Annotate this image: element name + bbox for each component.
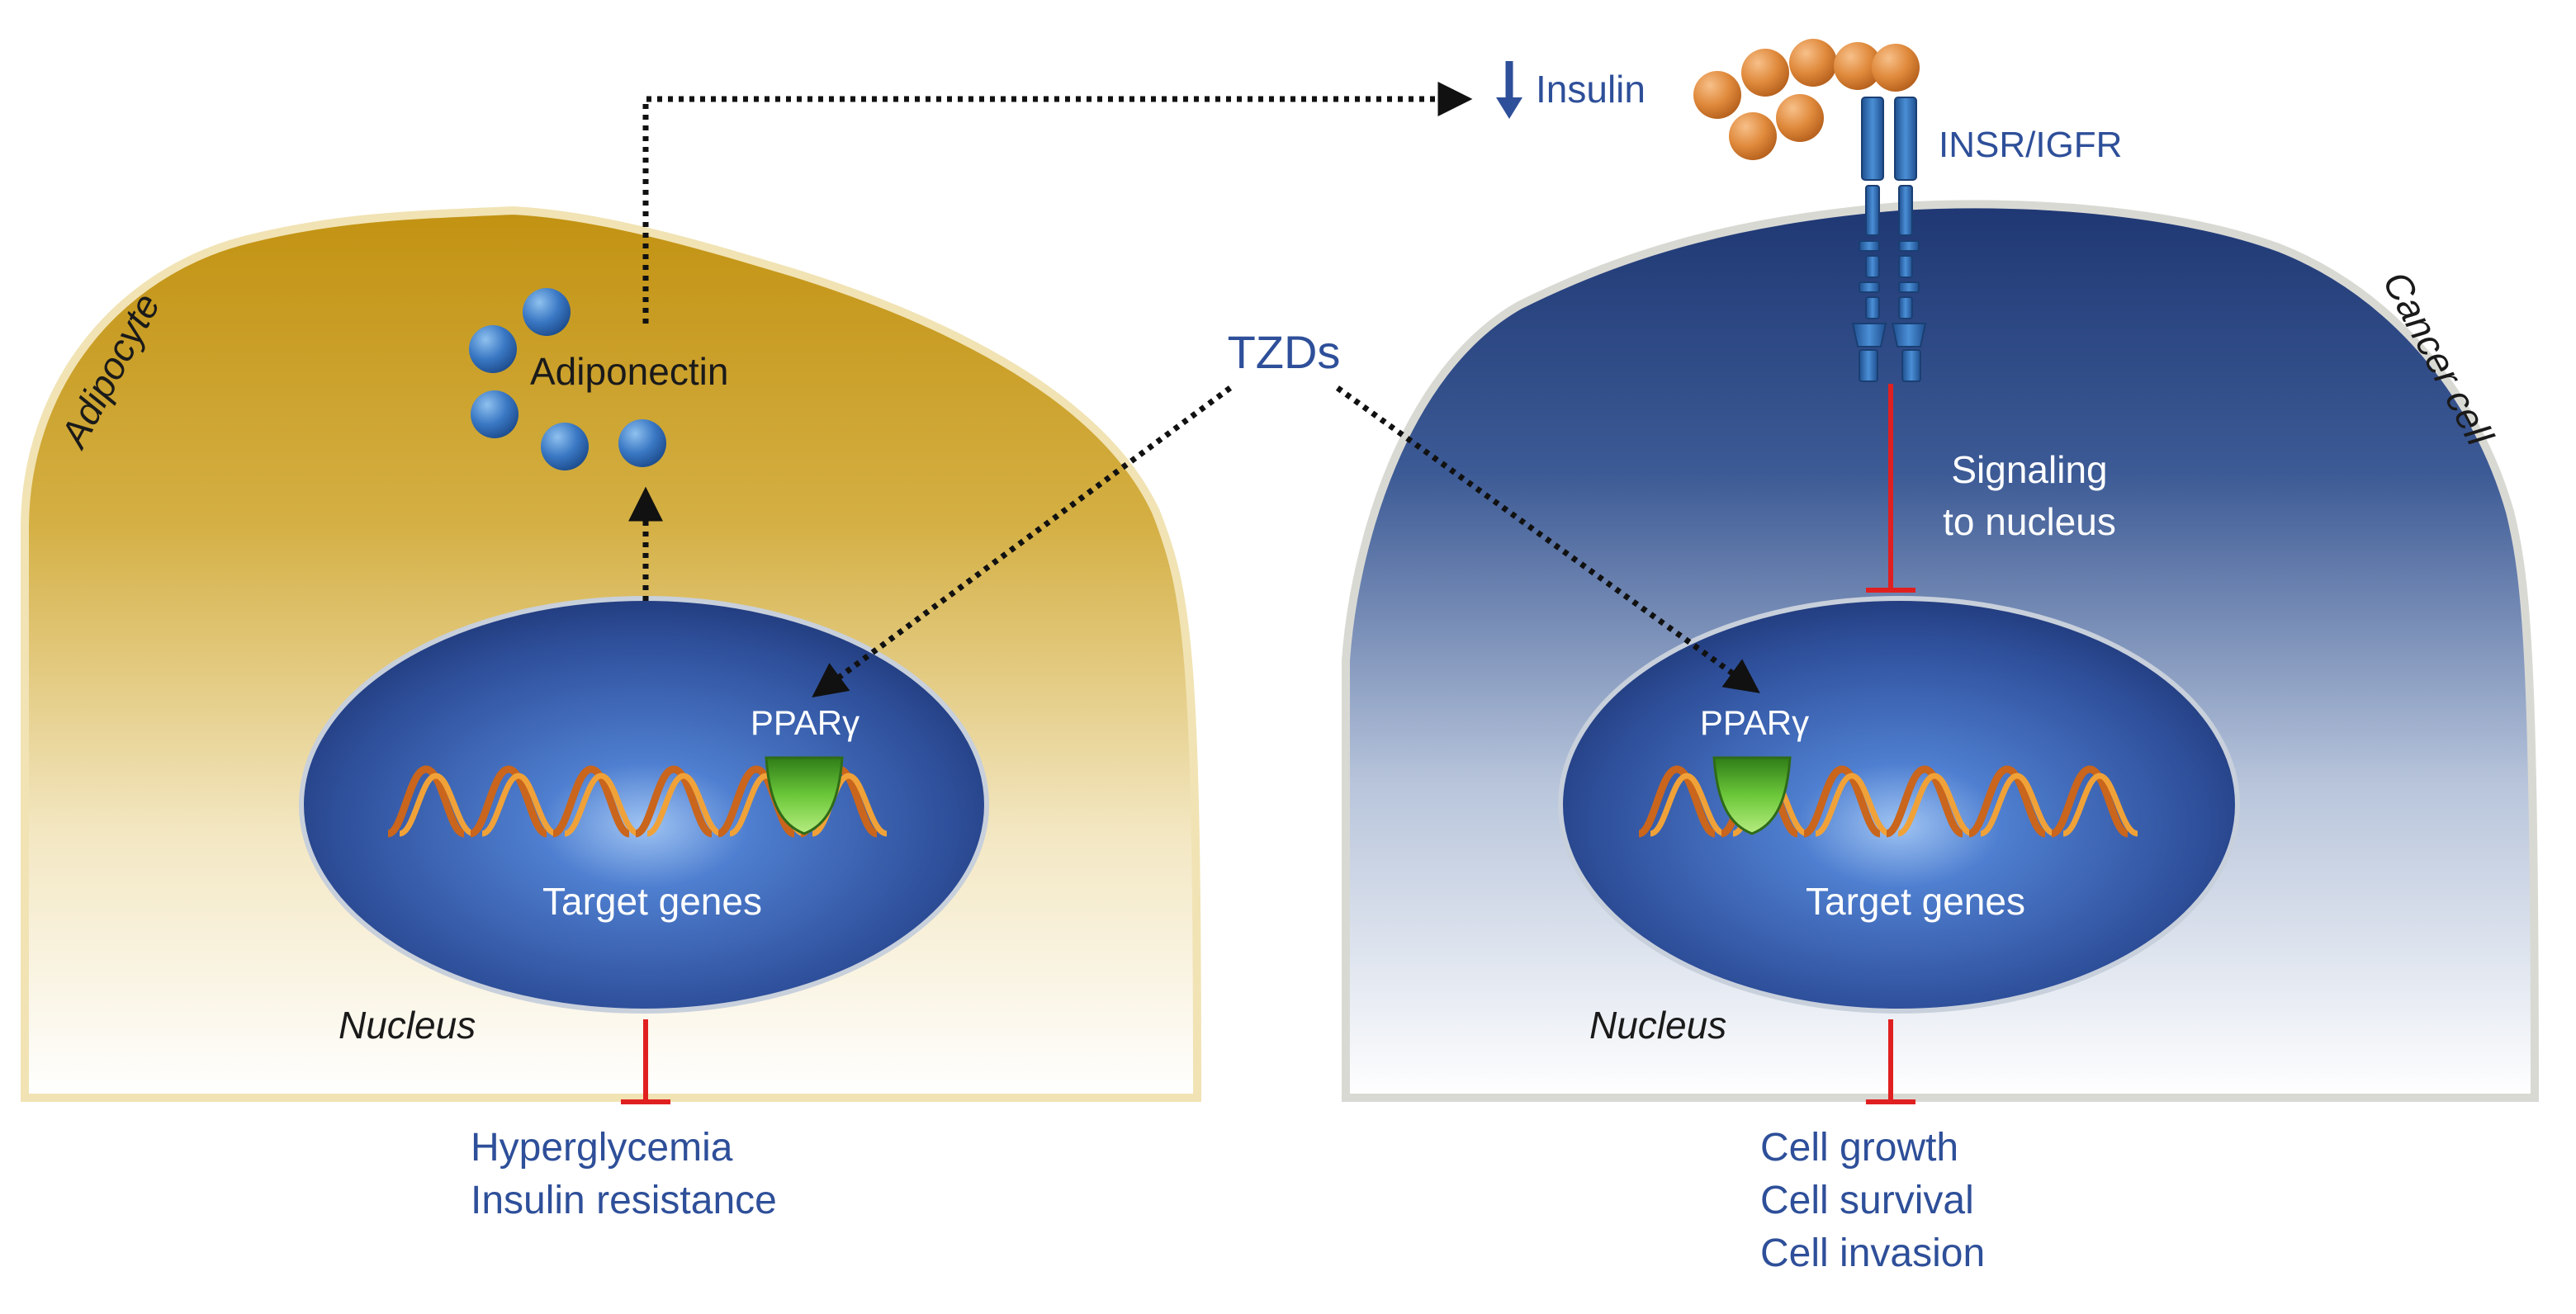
adiponectin-particle <box>541 423 589 470</box>
insulin-particle <box>1834 42 1882 90</box>
signaling-label-line2: to nucleus <box>1943 500 2116 543</box>
signaling-label-line1: Signaling <box>1951 448 2107 491</box>
insulin-particle <box>1776 94 1824 142</box>
adiponectin-particles <box>469 288 666 470</box>
adiponectin-particle <box>471 390 519 438</box>
right-nucleus-body <box>1558 596 2240 1014</box>
adiponectin-particle <box>523 288 571 336</box>
left-nucleus: PPARγ Target genes <box>299 596 989 1014</box>
insulin-particle <box>1741 49 1789 97</box>
insulin-particle <box>1789 39 1837 87</box>
left-pparg-label: PPARγ <box>751 703 859 742</box>
left-target-genes-label: Target genes <box>542 880 762 923</box>
right-outcome-1: Cell growth <box>1760 1126 1958 1170</box>
left-pparg-shape <box>765 756 844 835</box>
left-outcome-1: Hyperglycemia <box>471 1126 733 1170</box>
adiponectin-label: Adiponectin <box>530 350 728 393</box>
insulin-decrease-indicator <box>1496 61 1522 119</box>
insulin-particle <box>1693 71 1741 119</box>
right-nucleus: PPARγ Target genes <box>1558 596 2240 1014</box>
insulin-label: Insulin <box>1536 68 1646 111</box>
adiponectin-particle <box>469 325 517 373</box>
insulin-particle <box>1872 44 1920 92</box>
insulin-particle <box>1729 112 1777 160</box>
right-pparg-shape <box>1712 756 1792 835</box>
right-pparg-label: PPARγ <box>1700 703 1809 742</box>
insr-igfr-receptor <box>1851 97 1927 382</box>
adiponectin-particle <box>618 419 666 467</box>
right-outcome-2: Cell survival <box>1760 1179 1974 1222</box>
left-nucleus-label: Nucleus <box>339 1004 476 1047</box>
right-target-genes-label: Target genes <box>1806 880 2025 923</box>
down-arrowhead-icon <box>1496 97 1522 119</box>
tzds-label: TZDs <box>1228 326 1341 378</box>
left-outcome-2: Insulin resistance <box>471 1179 777 1222</box>
right-outcome-3: Cell invasion <box>1760 1231 1985 1275</box>
right-nucleus-label: Nucleus <box>1589 1004 1726 1047</box>
insulin-particles <box>1693 39 1920 160</box>
insr-igfr-label: INSR/IGFR <box>1939 125 2122 165</box>
